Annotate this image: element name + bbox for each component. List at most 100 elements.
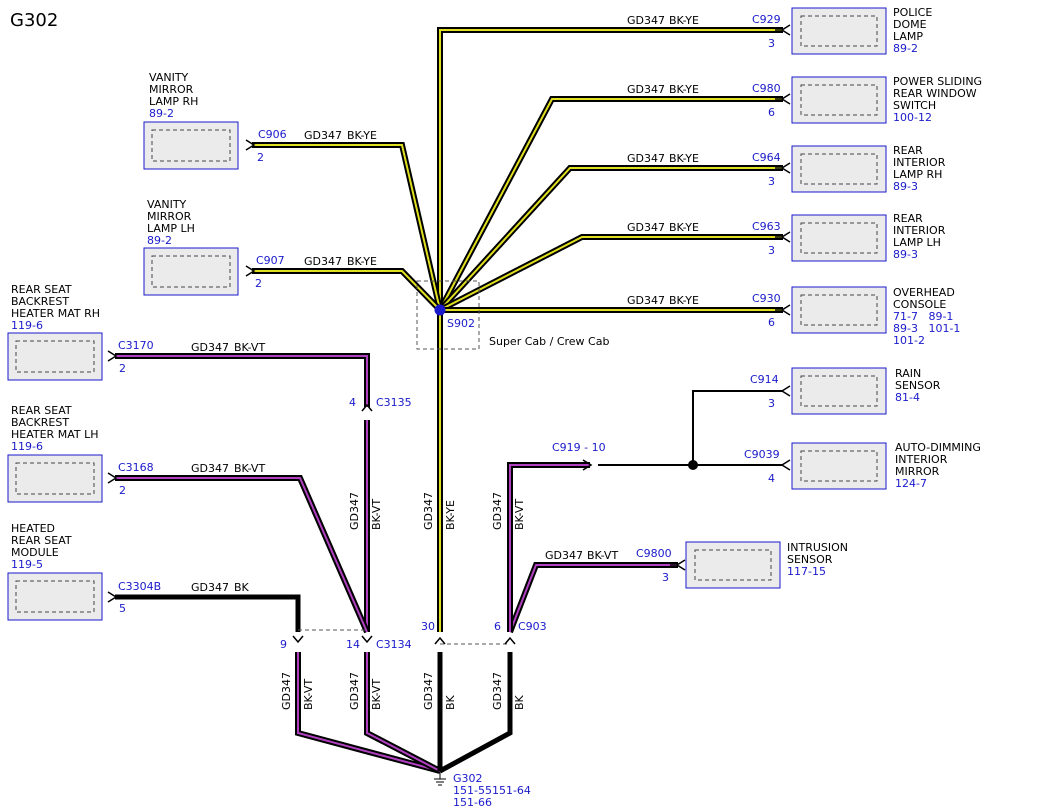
wire-stripe xyxy=(509,564,678,633)
component-page-ref: 89-2 xyxy=(147,234,172,247)
wire-color: BK-YE xyxy=(669,152,699,165)
component-auto-dimming-interior-mirror[interactable] xyxy=(791,442,887,490)
connector-id: C963 xyxy=(752,220,781,233)
s902-splice-point xyxy=(434,304,446,316)
connector-pin: 14 xyxy=(346,638,360,651)
connector-id: C3170 xyxy=(118,339,154,352)
wire-bk-ye-c963 xyxy=(438,234,783,313)
connector-id: C929 xyxy=(752,13,781,26)
connector-id: C919 - 10 xyxy=(552,441,606,454)
connector-pin: 9 xyxy=(280,638,287,651)
component-name-line: POWER SLIDING xyxy=(893,75,982,88)
wire-circuit: GD347 xyxy=(627,221,665,234)
component-rear-seat-backrest-heater-mat-rh[interactable] xyxy=(7,332,103,381)
component-page-ref: 89-3 xyxy=(893,248,918,261)
connector-pin: 2 xyxy=(119,484,126,497)
mirror-splice-point xyxy=(688,460,698,470)
component-power-sliding-rear-window-switch[interactable] xyxy=(791,76,887,124)
connector-pin: 3 xyxy=(768,244,775,257)
wire-bk-vt-c9800 xyxy=(507,562,678,634)
ground-id: G302 xyxy=(453,772,483,785)
wire-circuit: GD347 xyxy=(491,492,504,530)
component-page-ref: 119-5 xyxy=(11,558,43,571)
component-name-line: BACKREST xyxy=(11,416,69,429)
wire-bk-pin6-ground xyxy=(438,652,513,774)
component-rain-sensor[interactable] xyxy=(791,367,887,415)
connector-pin: 2 xyxy=(257,151,264,164)
splice-id: S902 xyxy=(447,317,475,330)
wire-stripe xyxy=(297,652,441,772)
connector-id: C9039 xyxy=(744,448,780,461)
component-heated-rear-seat-module[interactable] xyxy=(7,572,103,621)
connector-pin: 3 xyxy=(662,571,669,584)
wire-color: BK-VT xyxy=(587,549,618,562)
label-rear-interior-lamp-rh: REAR INTERIOR LAMP RH 89-3 xyxy=(893,144,946,193)
component-page-ref: 89-2 xyxy=(893,42,918,55)
connector-id: C3304B xyxy=(118,580,161,593)
component-name-line: LAMP RH xyxy=(893,168,942,181)
wire-color: BK-YE xyxy=(669,294,699,307)
wire-stripe xyxy=(509,464,590,632)
component-name-line: BACKREST xyxy=(11,295,69,308)
component-name-line: INTRUSION xyxy=(787,541,848,554)
wire-circuit: GD347 xyxy=(627,152,665,165)
label-heated-rear-seat-module: HEATED REAR SEAT MODULE 119-5 xyxy=(11,522,72,571)
component-name-line: MIRROR xyxy=(147,210,192,223)
component-name-line: REAR xyxy=(893,212,923,225)
ground-page-ref: 151-55151-64 xyxy=(453,784,531,797)
connector-id: C930 xyxy=(752,292,781,305)
wire-circuit: GD347 xyxy=(491,672,504,710)
component-vanity-mirror-lamp-lh[interactable] xyxy=(143,247,239,296)
component-rear-interior-lamp-rh[interactable] xyxy=(791,145,887,193)
component-vanity-mirror-lamp-rh[interactable] xyxy=(143,121,239,170)
wire-circuit: GD347 xyxy=(545,549,583,562)
connector-pin: 5 xyxy=(119,602,126,615)
wire-circuit: GD347 xyxy=(627,294,665,307)
component-name-line: REAR SEAT xyxy=(11,534,72,547)
wire-bk-vt-c3168 xyxy=(115,475,370,634)
component-overhead-console[interactable] xyxy=(791,286,887,334)
component-name-line: INTERIOR xyxy=(895,453,948,466)
wire-stripe xyxy=(252,270,441,311)
component-name-line: HEATER MAT LH xyxy=(11,428,98,441)
component-intrusion-sensor[interactable] xyxy=(685,541,781,589)
wire-bk-vt-c3170 xyxy=(115,353,370,407)
label-vanity-mirror-lamp-rh: VANITY MIRROR LAMP RH 89-2 xyxy=(149,71,198,120)
label-power-sliding-rear-window-switch: POWER SLIDING REAR WINDOW SWITCH 100-12 xyxy=(893,75,982,124)
component-name-line: MIRROR xyxy=(149,83,194,96)
wire-circuit: GD347 xyxy=(627,14,665,27)
wire-circuit: GD347 xyxy=(422,672,435,710)
component-page-ref: 89-2 xyxy=(149,107,174,120)
label-police-dome-lamp: POLICE DOME LAMP 89-2 xyxy=(893,6,932,55)
wire-stripe xyxy=(366,652,441,772)
connector-pin: 3 xyxy=(768,175,775,188)
wire-stripe xyxy=(252,144,441,311)
wire-bk-ye-c906 xyxy=(252,142,443,311)
wire-circuit: GD347 xyxy=(627,83,665,96)
component-name-line: REAR SEAT xyxy=(11,404,72,417)
component-page-ref: 117-15 xyxy=(787,565,826,578)
label-auto-dimming-interior-mirror: AUTO-DIMMING INTERIOR MIRROR 124-7 xyxy=(895,441,981,490)
wire-color: BK-VT xyxy=(370,499,383,530)
wire-circuit: GD347 xyxy=(191,462,229,475)
wire-color: BK-YE xyxy=(347,255,377,268)
diagram-title: G302 xyxy=(10,10,58,31)
wire-circuit: GD347 xyxy=(422,492,435,530)
connector-pin: 2 xyxy=(119,362,126,375)
connector-id: C906 xyxy=(258,128,287,141)
wire-circuit: GD347 xyxy=(304,129,342,142)
connector-id: C907 xyxy=(256,254,285,267)
wire-color: BK-YE xyxy=(347,129,377,142)
connector-pin: 4 xyxy=(349,396,356,409)
component-rear-interior-lamp-lh[interactable] xyxy=(791,214,887,262)
component-police-dome-lamp[interactable] xyxy=(791,7,887,55)
component-name-line: REAR xyxy=(893,144,923,157)
wire-labels: GD347 BK-YE GD347 BK-YE GD347 BK-YE GD34… xyxy=(191,14,699,710)
component-name-line: MIRROR xyxy=(895,465,940,478)
wire-bk-ye-c929 xyxy=(437,27,783,310)
splice-note: Super Cab / Crew Cab xyxy=(489,335,609,348)
component-name-line: OVERHEAD xyxy=(893,286,955,299)
wire-color: BK xyxy=(513,694,526,710)
component-rear-seat-backrest-heater-mat-lh[interactable] xyxy=(7,454,103,503)
